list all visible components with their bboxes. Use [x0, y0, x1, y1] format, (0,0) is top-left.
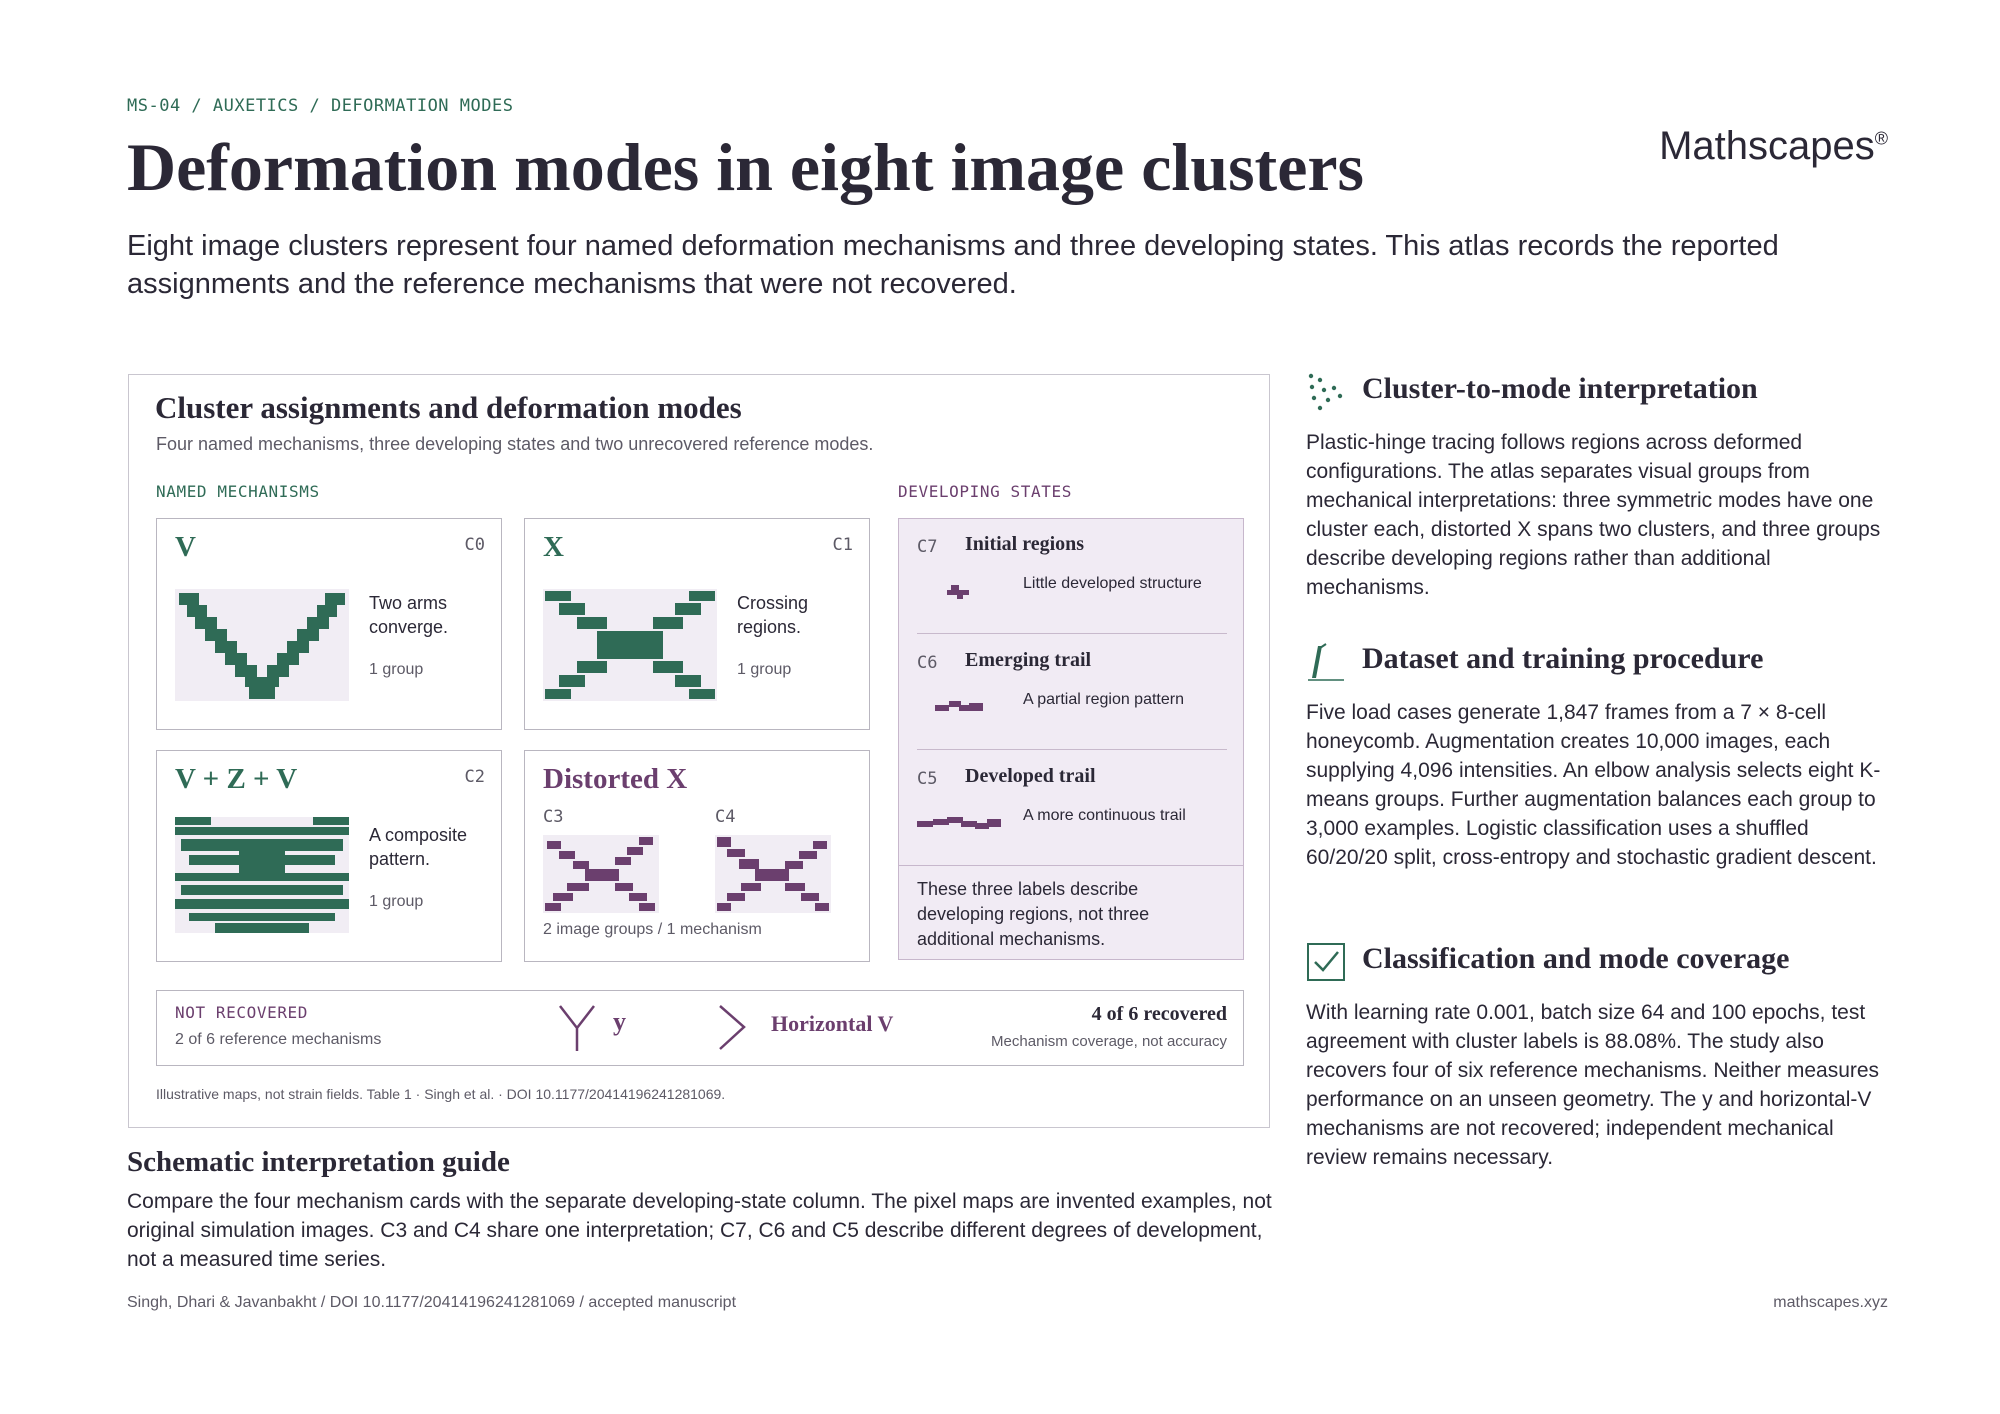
side-3-body: With learning rate 0.001, batch size 64 …: [1306, 1001, 1880, 1169]
registered-mark: ®: [1874, 128, 1888, 149]
panel-title: Cluster assignments and deformation mode…: [155, 390, 742, 425]
checkbox-icon: [1307, 943, 1345, 981]
dev-c6-title: Emerging trail: [965, 649, 1092, 671]
brand-logo: Mathscapes®: [1659, 124, 1888, 169]
scatter-icon: [1308, 373, 1343, 411]
card-v-text: Two arms converge.: [369, 593, 449, 637]
card-x-id: C1: [832, 535, 853, 555]
card-v-title: V: [175, 531, 196, 563]
assignments-panel: [128, 374, 1270, 1128]
vzv-pixel-map: [175, 817, 349, 933]
c4-pixel-map: [715, 835, 831, 913]
card-x-title: X: [543, 531, 564, 563]
developing-note: These three labels describe developing r…: [917, 879, 1150, 949]
pen-icon: [1308, 643, 1344, 681]
coverage-note: Mechanism coverage, not accuracy: [991, 1033, 1227, 1050]
dev-separator: [917, 749, 1227, 750]
dev-row-c6: C6 Emerging trail A partial region patte…: [917, 635, 1227, 749]
not-recovered-label: NOT RECOVERED: [175, 1003, 309, 1022]
card-distorted-x: Distorted X C3 C4 2 image groups / 1 mec…: [524, 750, 870, 962]
card-x-count: 1 group: [737, 661, 792, 678]
card-v-id: C0: [464, 535, 485, 555]
dev-c7-id: C7: [917, 537, 938, 557]
card-vzv-id: C2: [464, 767, 485, 787]
card-vzv: V + Z + V C2 A composite pattern. 1 grou…: [156, 750, 502, 962]
dev-c6-id: C6: [917, 653, 938, 673]
mode-horizontal-v-label: Horizontal V: [771, 1011, 894, 1036]
card-x: X C1 Crossing regions. 1 group: [524, 518, 870, 730]
horizontal-v-icon: [719, 1005, 746, 1050]
side-1-title: Cluster-to-mode interpretation: [1362, 372, 1758, 405]
card-dx-count: 2 image groups / 1 mechanism: [543, 921, 762, 938]
card-x-text: Crossing regions.: [737, 593, 809, 637]
c7-pixel-map: [947, 585, 969, 599]
mode-y-label: y: [613, 1007, 626, 1036]
x-pixel-map: [543, 589, 717, 701]
card-dx-title: Distorted X: [543, 763, 688, 795]
card-vzv-count: 1 group: [369, 893, 424, 910]
dev-separator: [917, 633, 1227, 634]
c5-pixel-map: [917, 817, 1001, 829]
dev-row-c5: C5 Developed trail A more continuous tra…: [917, 751, 1227, 865]
lede: Eight image clusters represent four name…: [127, 230, 1779, 300]
brand-name: Mathscapes: [1659, 124, 1875, 168]
c6-pixel-map: [935, 701, 983, 711]
card-vzv-text: A composite pattern.: [369, 825, 468, 869]
panel-subtitle: Four named mechanisms, three developing …: [156, 434, 874, 454]
developing-states-card: C7 Initial regions Little developed stru…: [898, 518, 1244, 960]
dev-c5-title: Developed trail: [965, 765, 1096, 787]
side-1-body: Plastic-hinge tracing follows regions ac…: [1306, 431, 1881, 599]
not-recovered-strip: NOT RECOVERED 2 of 6 reference mechanism…: [156, 990, 1244, 1066]
card-dx-id-a: C3: [543, 807, 564, 827]
dev-c7-desc: Little developed structure: [1023, 575, 1202, 592]
side-2-body: Five load cases generate 1,847 frames fr…: [1306, 701, 1881, 869]
card-v: V C0 Two arms converge. 1 group: [156, 518, 502, 730]
dev-c5-id: C5: [917, 769, 938, 789]
card-vzv-title: V + Z + V: [175, 763, 298, 795]
footer-citation: Singh, Dhari & Javanbakht / DOI 10.1177/…: [127, 1294, 737, 1311]
dev-note-separator: [899, 865, 1243, 866]
guide-title: Schematic interpretation guide: [127, 1146, 510, 1178]
y-mode-icon: [559, 1005, 595, 1051]
named-mechanisms-label: NAMED MECHANISMS: [156, 482, 320, 501]
dev-c6-desc: A partial region pattern: [1023, 691, 1184, 708]
card-dx-id-b: C4: [715, 807, 736, 827]
side-2-title: Dataset and training procedure: [1362, 642, 1764, 675]
footer-site-link[interactable]: mathscapes.xyz: [1773, 1294, 1888, 1311]
guide-body: Compare the four mechanism cards with th…: [127, 1190, 1272, 1271]
coverage-score: 4 of 6 recovered: [1091, 1003, 1227, 1025]
dev-c7-title: Initial regions: [965, 533, 1085, 555]
not-recovered-sub: 2 of 6 reference mechanisms: [175, 1031, 382, 1048]
panel-footnote: Illustrative maps, not strain fields. Ta…: [156, 1086, 726, 1102]
developing-states-label: DEVELOPING STATES: [898, 482, 1072, 501]
v-pixel-map: [175, 589, 349, 701]
side-3-title: Classification and mode coverage: [1362, 942, 1790, 975]
breadcrumb: MS-04 / AUXETICS / DEFORMATION MODES: [127, 96, 514, 116]
page-title: Deformation modes in eight image cluster…: [127, 129, 1365, 205]
c3-pixel-map: [543, 835, 659, 913]
dev-c5-desc: A more continuous trail: [1023, 807, 1186, 824]
dev-row-c7: C7 Initial regions Little developed stru…: [917, 519, 1227, 633]
card-v-count: 1 group: [369, 661, 424, 678]
